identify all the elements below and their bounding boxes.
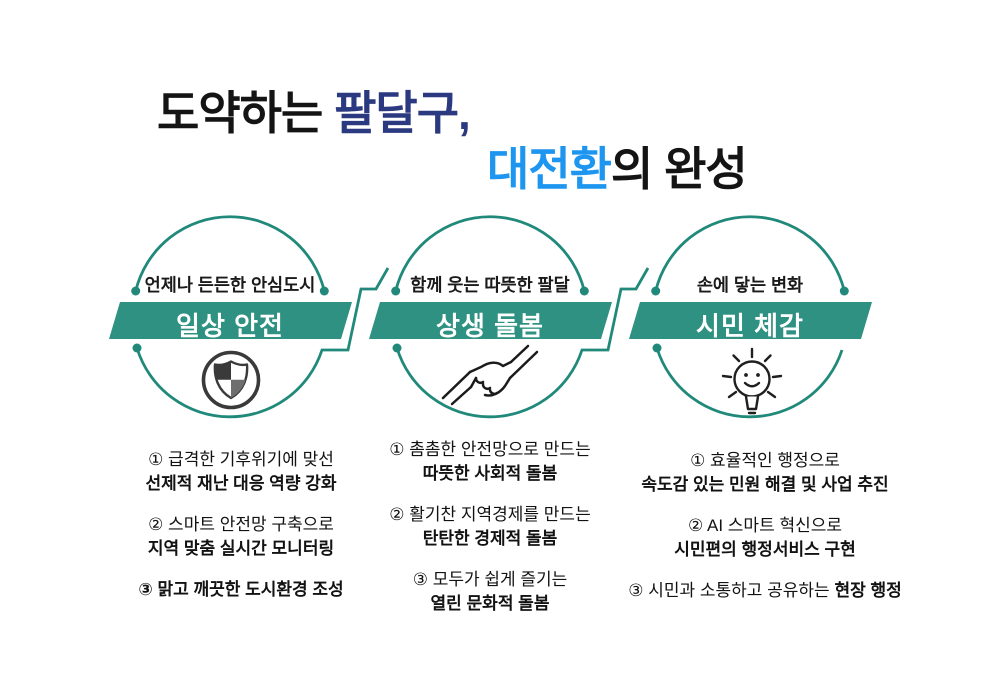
arc-dot [652, 343, 662, 353]
banner-ribbon-care [369, 302, 612, 339]
list-item: ① 촘촘한 안전망으로 만드는 따뜻한 사회적 돌봄 [368, 438, 612, 486]
list-item-line-bold: 시민편의 행정서비스 구현 [674, 540, 856, 559]
tagline-citizen: 손에 닿는 변화 [696, 275, 804, 295]
arc-dot [131, 286, 141, 296]
shield-icon [201, 350, 261, 410]
list-item-line-bold: 속도감 있는 민원 해결 및 사업 추진 [641, 475, 889, 494]
arc-dot [392, 343, 402, 353]
list-item: ② 활기찬 지역경제를 만드는 탄탄한 경제적 돌봄 [368, 503, 612, 551]
list-item: ① 효율적인 행정으로 속도감 있는 민원 해결 및 사업 추진 [612, 449, 918, 497]
list-item-text: ③ 시민과 소통하고 공유하는 [628, 581, 835, 600]
list-item-line: ① 촘촘한 안전망으로 만드는 [389, 440, 591, 459]
circle-safety [109, 215, 390, 419]
arc-dot [319, 286, 329, 296]
arc-dot [839, 286, 849, 296]
list-item-line: ② 활기찬 지역경제를 만드는 [389, 505, 591, 524]
page-title-line1: 도약하는 팔달구, [157, 87, 471, 139]
banner-label-safety: 일상 안전 [176, 311, 284, 341]
arc-dot [579, 286, 589, 296]
arc-dot [132, 343, 142, 353]
title-part-blue: 대전환 [487, 143, 612, 195]
banner-label-citizen: 시민 체감 [696, 311, 804, 341]
list-item-line-bold: 열린 문화적 돌봄 [430, 594, 550, 613]
list-item-line-bold: 선제적 재난 대응 역량 강화 [145, 474, 337, 493]
circle-citizen [629, 215, 872, 419]
circle-care [369, 215, 650, 419]
banner-label-care: 상생 돌봄 [436, 311, 544, 341]
tagline-care: 함께 웃는 따뜻한 팔달 [410, 275, 570, 295]
arc-dot [651, 286, 661, 296]
list-care: ① 촘촘한 안전망으로 만드는 따뜻한 사회적 돌봄 ② 활기찬 지역경제를 만… [368, 438, 612, 633]
banner-ribbon-safety [109, 302, 352, 339]
list-item-line: ③ 시민과 소통하고 공유하는 현장 행정 [612, 579, 918, 603]
list-item: ② 스마트 안전망 구축으로 지역 맞춤 실시간 모니터링 [110, 513, 372, 561]
list-item: ① 급격한 기후위기에 맞선 선제적 재난 대응 역량 강화 [110, 448, 372, 496]
arc-dot [391, 286, 401, 296]
title-part-black2: 의 완성 [610, 143, 748, 195]
list-item-text-bold: 현장 행정 [834, 581, 902, 600]
list-safety: ① 급격한 기후위기에 맞선 선제적 재난 대응 역량 강화 ② 스마트 안전망… [110, 448, 372, 619]
title-part-navy: 팔달구, [334, 87, 471, 139]
list-item-line: ③ 모두가 쉽게 즐기는 [412, 570, 568, 589]
title-part-black1: 도약하는 [157, 87, 335, 139]
handshake-icon [441, 344, 539, 406]
list-item-line: ① 급격한 기후위기에 맞선 [148, 450, 334, 469]
list-item-line-bold: 따뜻한 사회적 돌봄 [422, 464, 558, 483]
banner-ribbon-citizen [629, 302, 872, 339]
list-item-line-bold: ③ 맑고 깨끗한 도시환경 조성 [138, 580, 344, 599]
tagline-safety: 언제나 든든한 안심도시 [144, 275, 316, 295]
list-item-line: ② 스마트 안전망 구축으로 [148, 515, 334, 534]
list-item: ② AI 스마트 혁신으로 시민편의 행정서비스 구현 [612, 514, 918, 562]
list-citizen: ① 효율적인 행정으로 속도감 있는 민원 해결 및 사업 추진 ② AI 스마… [612, 449, 918, 620]
list-item: ③ 맑고 깨끗한 도시환경 조성 [110, 578, 372, 602]
list-item-line-bold: 지역 맞춤 실시간 모니터링 [147, 539, 335, 558]
list-item-line: ② AI 스마트 혁신으로 [687, 516, 842, 535]
page-title-line2: 대전환의 완성 [487, 143, 748, 195]
list-item: ③ 시민과 소통하고 공유하는 현장 행정 [612, 579, 918, 603]
list-item-line: ① 효율적인 행정으로 [690, 451, 840, 470]
lightbulb-icon [721, 347, 783, 415]
list-item: ③ 모두가 쉽게 즐기는 열린 문화적 돌봄 [368, 568, 612, 616]
list-item-line-bold: 탄탄한 경제적 돌봄 [422, 529, 558, 548]
